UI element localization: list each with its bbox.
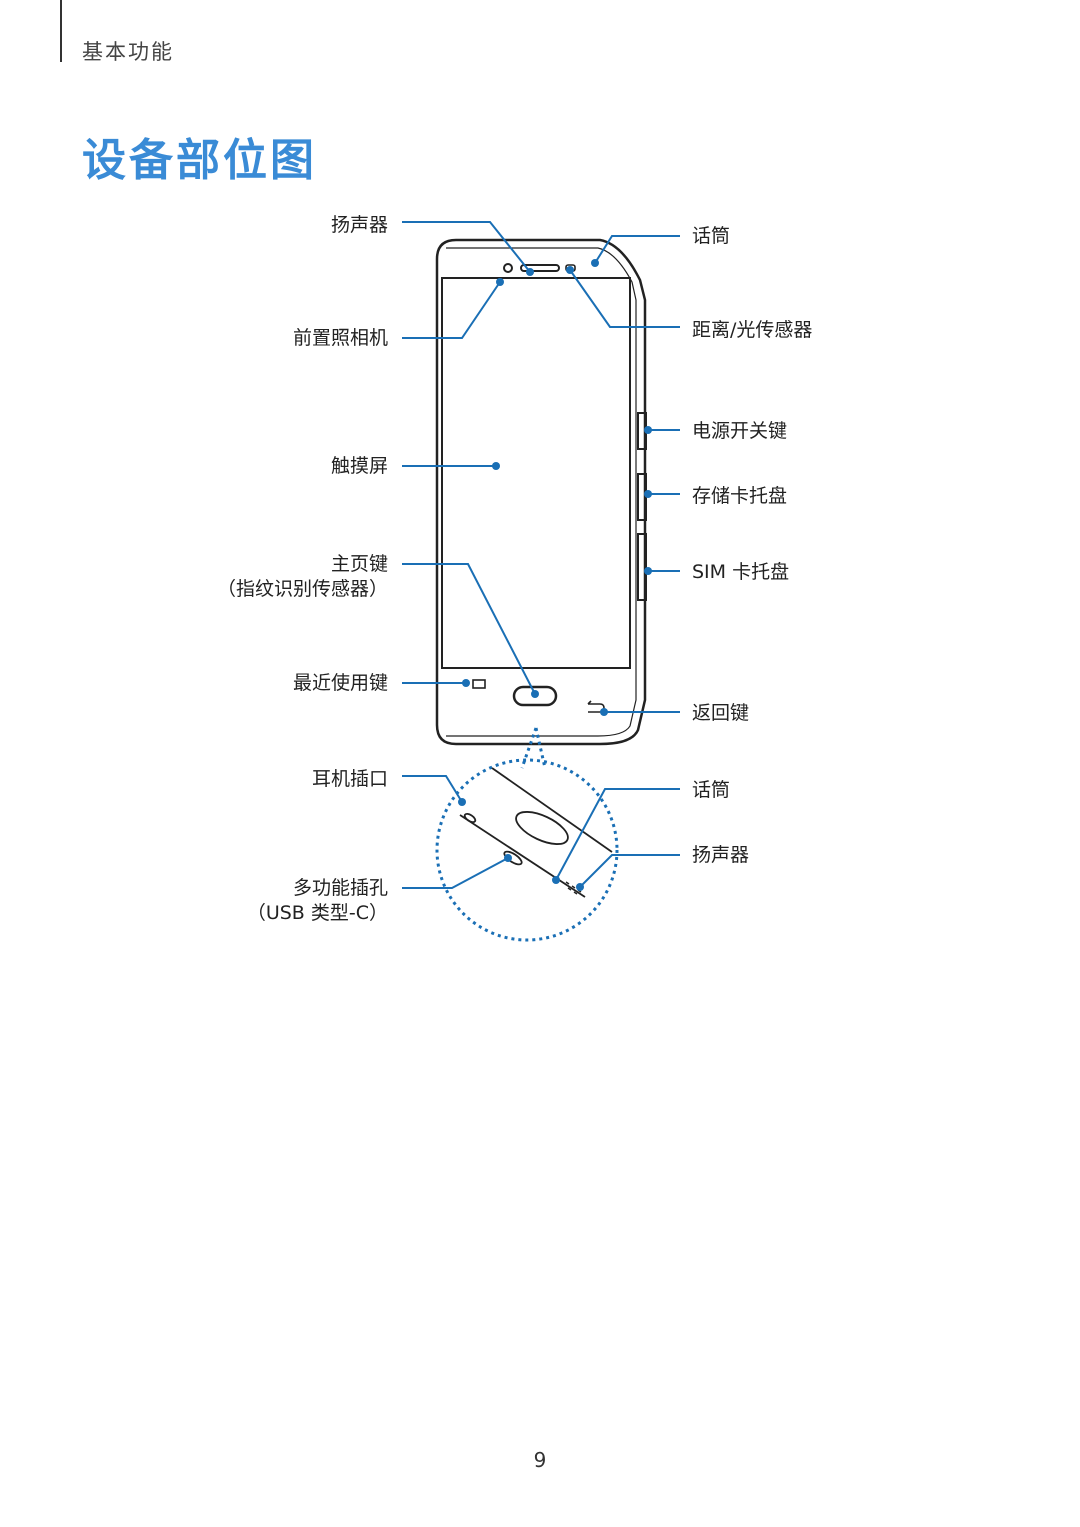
phone-body — [435, 238, 647, 746]
label-headset-jack: 耳机插口 — [311, 768, 388, 790]
section-label: 基本功能 — [82, 40, 174, 64]
leader-dots — [458, 259, 652, 891]
label-back-key: 返回键 — [692, 702, 750, 724]
leader-lines — [402, 221, 680, 889]
label-front-camera: 前置照相机 — [292, 327, 388, 349]
label-memory-tray: 存储卡托盘 — [692, 485, 788, 507]
label-home-key-note: （指纹识别传感器） — [216, 578, 388, 600]
label-multipurpose-jack-note: （USB 类型-C） — [246, 902, 388, 924]
page-number: 9 — [533, 1448, 547, 1472]
zoom-connector — [520, 727, 547, 769]
label-power-key: 电源开关键 — [692, 420, 788, 442]
label-touchscreen: 触摸屏 — [330, 455, 388, 477]
label-recent-key: 最近使用键 — [292, 672, 388, 694]
recent-key-shape — [472, 679, 486, 689]
label-speaker: 扬声器 — [330, 214, 388, 236]
label-home-key: 主页键 — [330, 553, 388, 575]
page-title: 设备部位图 — [82, 135, 317, 186]
label-sim-tray: SIM 卡托盘 — [692, 561, 790, 583]
front-camera-shape — [503, 263, 513, 273]
section-rule — [60, 0, 62, 62]
sim-tray-shape — [637, 533, 647, 601]
touchscreen-area — [441, 277, 631, 669]
device-diagram — [402, 221, 680, 942]
home-key-shape — [512, 685, 558, 707]
label-multipurpose-jack: 多功能插孔 — [292, 877, 388, 899]
label-speaker-bottom: 扬声器 — [692, 844, 750, 866]
label-microphone-top: 话筒 — [692, 225, 731, 247]
label-proximity-sensor: 距离/光传感器 — [692, 319, 813, 341]
earpiece-shape — [520, 264, 560, 272]
zoom-circle — [435, 758, 619, 942]
label-microphone-bottom: 话筒 — [692, 779, 731, 801]
